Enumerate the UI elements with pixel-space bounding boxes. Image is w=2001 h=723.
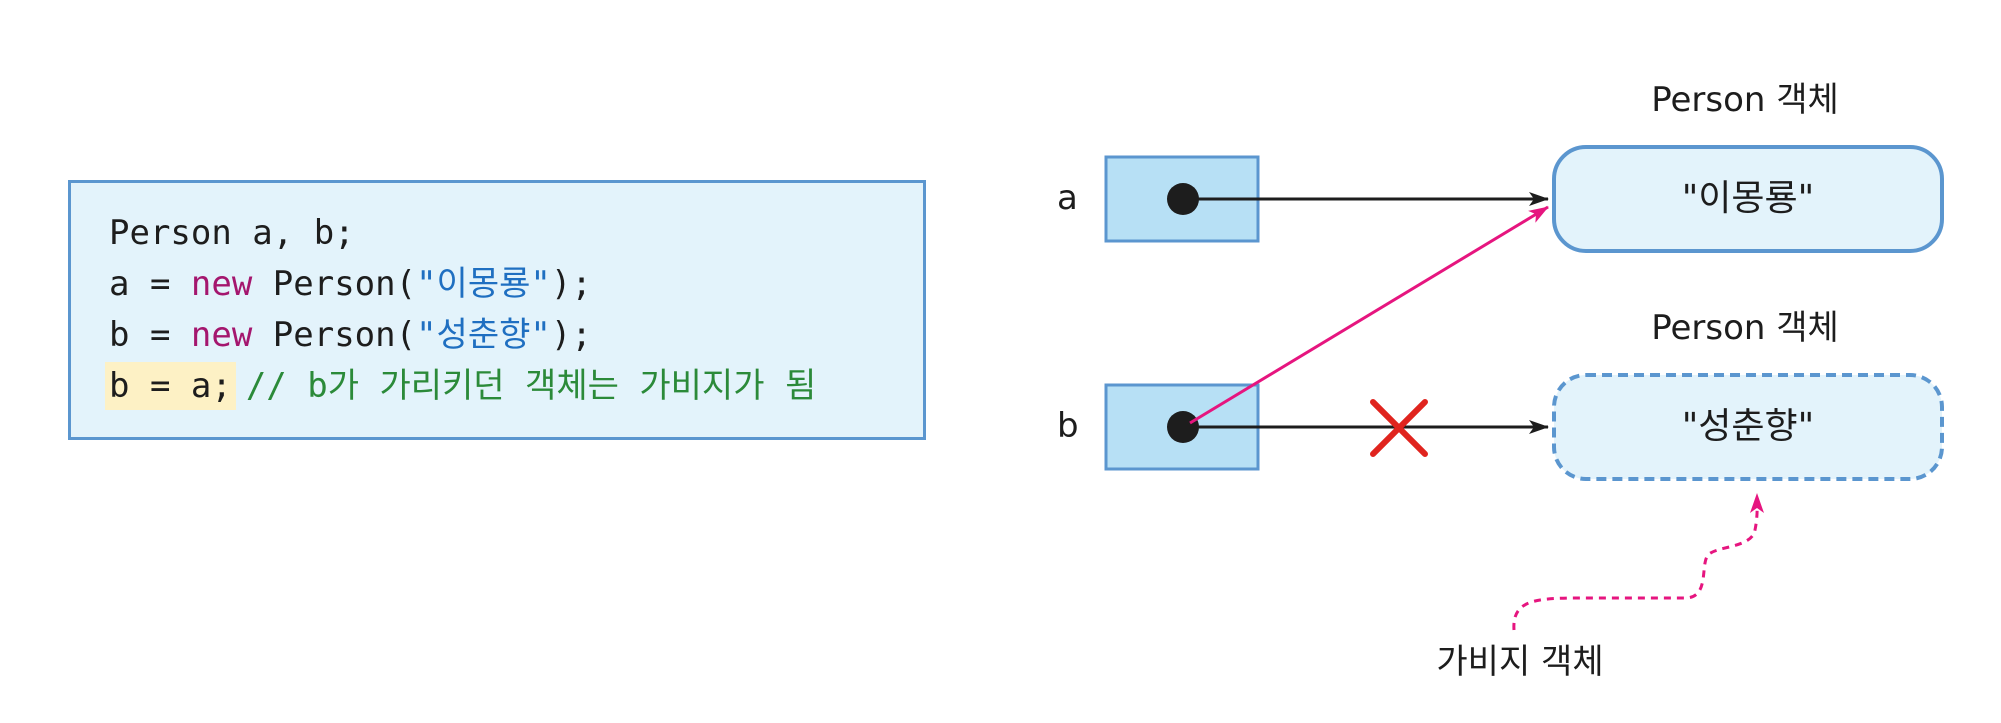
code-line-declaration: Person a, b; [109, 213, 355, 253]
person-object-1 [1552, 145, 1944, 253]
code-comment: // b가 가리키던 객체는 가비지가 됨 [245, 366, 817, 406]
object1-value: "이몽룡" [1681, 178, 1815, 219]
code-line-assign-a: a = new Person("이몽룡"); [109, 264, 592, 304]
string-literal: "이몽룡" [416, 264, 551, 304]
object2-caption: Person 객체 [1651, 308, 1839, 348]
object2-value: "성춘향" [1681, 406, 1815, 447]
keyword-new: new [190, 315, 253, 355]
person-object-2 [1552, 373, 1944, 481]
code-line-reassign: b = a;// b가 가리키던 객체는 가비지가 됨 [105, 362, 817, 410]
variable-label-a: a [1057, 178, 1078, 218]
keyword-new: new [190, 264, 253, 304]
cross-mark-icon [1370, 399, 1428, 457]
string-literal: "성춘향" [416, 315, 551, 355]
code-line-assign-b: b = new Person("성춘향"); [109, 315, 592, 355]
garbage-pointer-arrow [1512, 493, 1765, 631]
variable-label-b: b [1057, 406, 1079, 446]
arrow-b-to-object1 [1189, 205, 1549, 425]
garbage-object-label: 가비지 객체 [1436, 642, 1604, 682]
object1-caption: Person 객체 [1651, 80, 1839, 120]
highlighted-statement: b = a; [105, 362, 236, 410]
code-panel: Person a, b; a = new Person("이몽룡"); b = … [68, 180, 926, 440]
